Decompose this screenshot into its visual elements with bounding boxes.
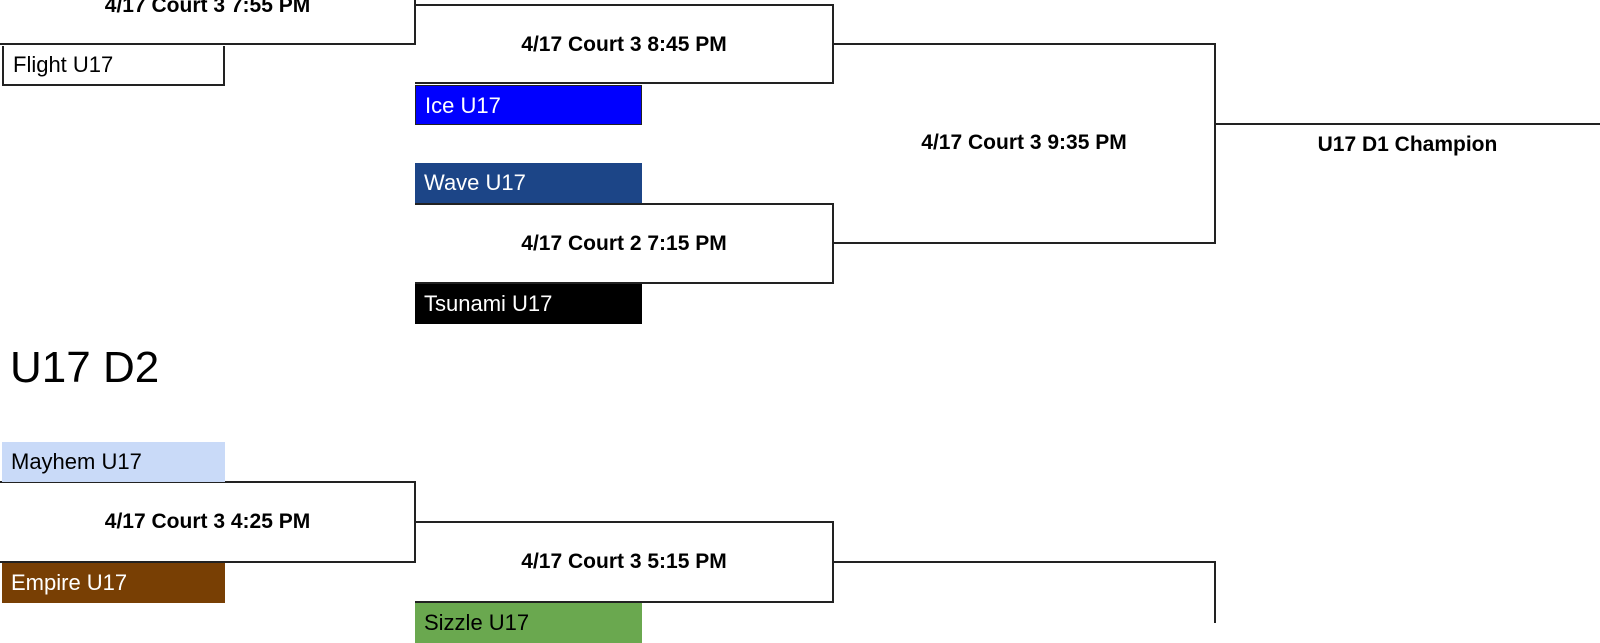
game-d1-final-label: 4/17 Court 3 9:35 PM	[921, 131, 1127, 154]
game-d1-b-label: 4/17 Court 3 8:45 PM	[521, 33, 727, 56]
bracket-lines	[0, 0, 1600, 623]
game-d1-a-label: 4/17 Court 3 7:55 PM	[104, 0, 311, 17]
team-sizzle: Sizzle U17	[415, 603, 642, 643]
bracket-connector-d1-a	[0, 0, 416, 45]
team-mayhem: Mayhem U17	[2, 442, 225, 482]
team-ice: Ice U17	[415, 85, 642, 125]
champion-label: U17 D1 Champion	[1317, 133, 1498, 156]
game-d1-c-label: 4/17 Court 2 7:15 PM	[521, 232, 727, 255]
team-flight: Flight U17	[2, 46, 225, 86]
team-wave: Wave U17	[415, 163, 642, 203]
game-d2-b-label: 4/17 Court 3 5:15 PM	[521, 550, 727, 573]
game-d2-a-label: 4/17 Court 3 4:25 PM	[104, 510, 311, 533]
team-tsunami: Tsunami U17	[415, 284, 642, 324]
bracket-connector-d2-next	[833, 561, 1216, 623]
section-title-d2: U17 D2	[10, 343, 160, 392]
team-empire: Empire U17	[2, 563, 225, 603]
bracket-connector-d1-final	[833, 43, 1216, 244]
